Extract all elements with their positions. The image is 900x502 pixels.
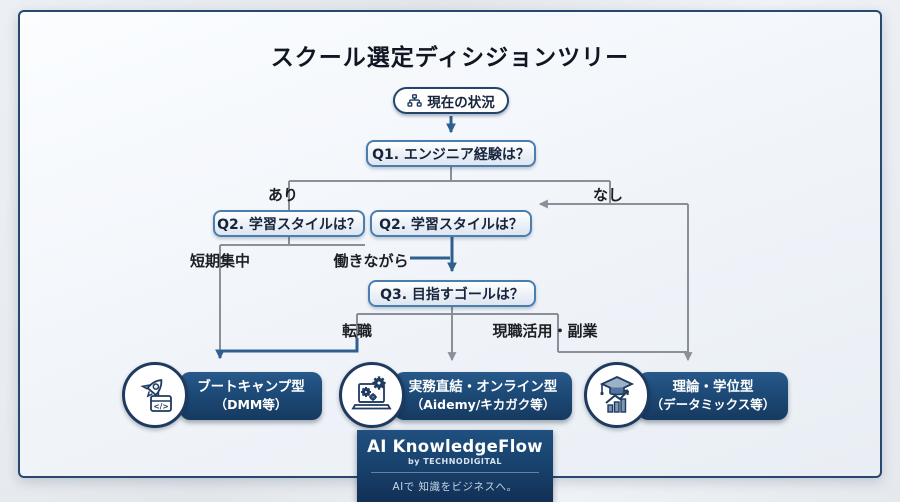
result-bootcamp-line1: ブートキャンプ型 xyxy=(197,379,305,396)
result-bootcamp-badge: </> xyxy=(122,362,188,428)
result-bootcamp: ブートキャンプ型 （DMM等） xyxy=(180,372,322,420)
node-q2-right: Q2. 学習スタイルは？ xyxy=(370,210,532,237)
sitemap-icon xyxy=(407,93,422,108)
brand-name: AI KnowledgeFlow xyxy=(367,437,543,456)
svg-text:</>: </> xyxy=(153,402,168,411)
brand-footer: AI KnowledgeFlow by TECHNODIGITAL AIで 知識… xyxy=(357,430,553,502)
branch-label-no: なし xyxy=(592,186,624,204)
branch-label-while-working: 働きながら xyxy=(333,252,409,270)
page-title: スクール選定ディシジョンツリー xyxy=(270,45,630,71)
footer-divider xyxy=(371,472,539,473)
result-degree-line1: 理論・学位型 xyxy=(672,379,754,396)
brand-byline: by TECHNODIGITAL xyxy=(408,457,502,466)
laptop-gears-icon xyxy=(349,372,395,418)
branch-label-yes: あり xyxy=(267,186,299,204)
branch-label-short-term: 短期集中 xyxy=(189,252,251,270)
branch-label-current-side: 現職活用・副業 xyxy=(492,322,598,340)
node-q1: Q1. エンジニア経験は？ xyxy=(366,140,536,167)
node-q3: Q3. 目指すゴールは？ xyxy=(368,280,536,307)
result-degree-line2: （データミックス等） xyxy=(650,396,776,412)
root-node-label: 現在の状況 xyxy=(427,94,495,111)
node-q2-left-label: Q2. 学習スタイルは？ xyxy=(217,216,361,233)
branch-label-job-change: 転職 xyxy=(341,322,373,340)
result-degree-badge xyxy=(584,362,650,428)
graduation-chart-icon xyxy=(594,372,640,418)
result-online-line2: （Aidemy/キカガク等） xyxy=(410,396,556,412)
node-q3-label: Q3. 目指すゴールは？ xyxy=(380,286,524,303)
node-q2-left: Q2. 学習スタイルは？ xyxy=(213,210,365,237)
node-q1-label: Q1. エンジニア経験は？ xyxy=(372,146,530,163)
rocket-code-icon: </> xyxy=(132,372,178,418)
result-online: 実務直結・オンライン型 （Aidemy/キカガク等） xyxy=(394,372,572,420)
result-online-badge xyxy=(339,362,405,428)
result-degree: 理論・学位型 （データミックス等） xyxy=(638,372,788,420)
root-node: 現在の状況 xyxy=(393,87,509,114)
result-bootcamp-line2: （DMM等） xyxy=(214,396,288,412)
brand-tagline: AIで 知識をビジネスへ。 xyxy=(392,481,518,493)
node-q2-right-label: Q2. 学習スタイルは？ xyxy=(379,216,523,233)
result-online-line1: 実務直結・オンライン型 xyxy=(408,379,558,396)
